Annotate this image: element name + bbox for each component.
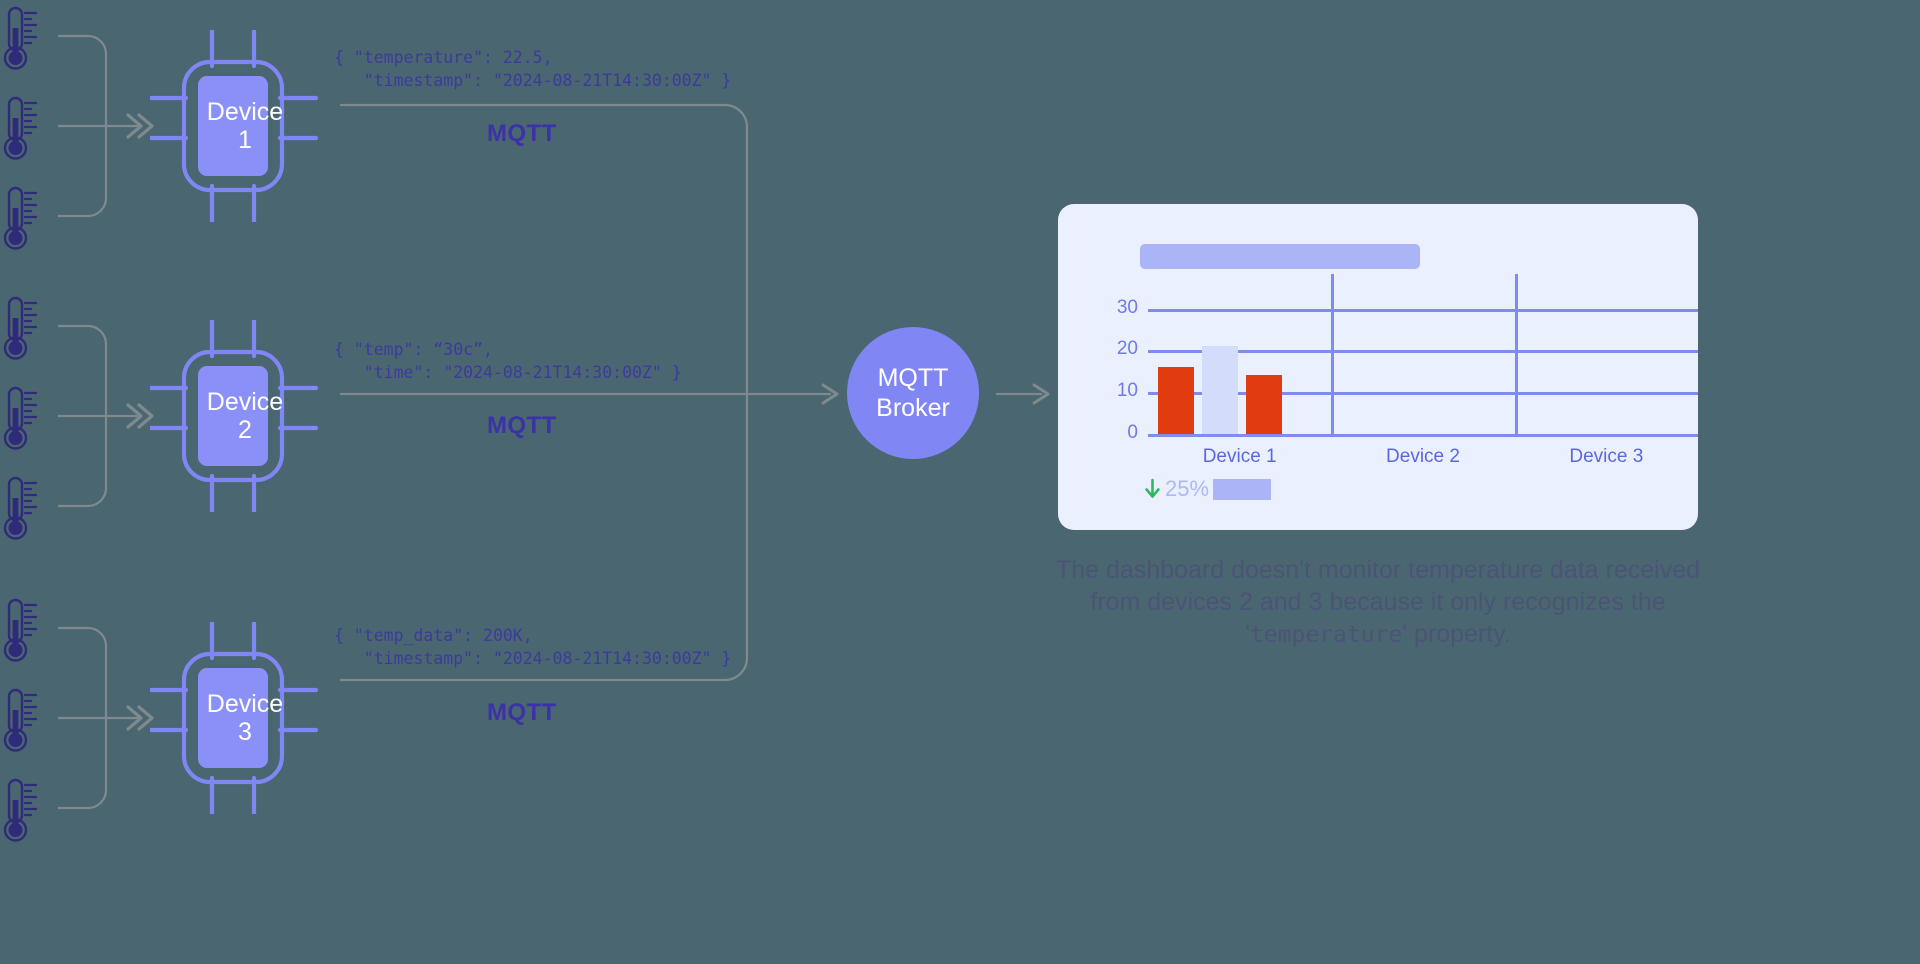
sensor-thermometer <box>2 688 42 754</box>
thermometer-icon <box>3 186 38 250</box>
sensor-merge <box>46 598 176 838</box>
thermometer-icon <box>3 598 38 662</box>
chart-y-tick-label: 10 <box>1116 380 1138 402</box>
payload-device-2: { "temp": “30c”, "time": "2024-08-21T14:… <box>334 340 682 383</box>
broker-outbound-arrow <box>996 383 1050 405</box>
sensor-column <box>0 598 46 842</box>
caption-code-token: temperature <box>1249 622 1403 648</box>
chart-gridline <box>1148 392 1698 396</box>
delta-value: 25% <box>1165 476 1210 501</box>
chart-category-divider <box>1331 274 1335 436</box>
sensor-merge-connector <box>58 626 154 810</box>
thermometer-icon <box>3 96 38 160</box>
protocol-label-1: MQTT <box>487 120 557 147</box>
mqtt-route-lines <box>340 103 749 682</box>
sensor-thermometer <box>2 296 42 362</box>
payload-device-1: { "temperature": 22.5, "timestamp": "202… <box>334 48 732 91</box>
payload-device-3: { "temp_data": 200K, "timestamp": "2024-… <box>334 626 732 669</box>
thermometer-icon <box>3 296 38 360</box>
chart-x-category-label: Device 2 <box>1386 446 1460 467</box>
chip-outline-icon <box>147 619 319 817</box>
sensor-thermometer <box>2 778 42 844</box>
thermometer-icon <box>3 386 38 450</box>
chip-outline-icon <box>147 317 319 515</box>
delta-bar-placeholder <box>1213 478 1272 500</box>
device-chip[interactable]: Device 2 <box>147 317 340 515</box>
mqtt-broker-node: MQTT Broker <box>847 327 979 459</box>
chart-x-category-label: Device 1 <box>1202 446 1277 467</box>
sensor-thermometer <box>2 386 42 452</box>
broker-line-2: Broker <box>876 394 950 422</box>
chart-bar <box>1158 367 1194 434</box>
chart-y-tick-label: 20 <box>1116 338 1138 360</box>
device-group-2: Device 2 <box>0 296 820 540</box>
protocol-label-2: MQTT <box>487 412 557 439</box>
caption-text-part-1: The dashboard doesn't monitor temperatur… <box>1055 556 1701 648</box>
chart-bar <box>1202 346 1238 434</box>
sensor-merge <box>46 6 176 246</box>
thermometer-icon <box>3 778 38 842</box>
chart-x-category-label: Device 3 <box>1569 446 1644 467</box>
delta-indicator: 25% <box>1144 476 1272 502</box>
sensor-thermometer <box>2 6 42 72</box>
dashboard-caption: The dashboard doesn't monitor temperatur… <box>1048 554 1708 650</box>
chip-outline-icon <box>147 27 319 225</box>
broker-inbound-arrow <box>745 383 839 405</box>
chart-bar <box>1246 375 1282 434</box>
broker-line-1: MQTT <box>877 364 949 392</box>
caption-text-part-2: ' property. <box>1402 620 1511 648</box>
chart-gridline <box>1148 308 1698 312</box>
sensor-thermometer <box>2 476 42 542</box>
arrow-down-icon <box>1145 478 1160 498</box>
thermometer-icon <box>3 476 38 540</box>
sensor-merge <box>46 296 176 536</box>
protocol-label-3: MQTT <box>487 699 557 726</box>
chart-y-tick-label: 30 <box>1116 296 1138 318</box>
chart-gridline <box>1148 434 1698 437</box>
sensor-merge-connector <box>58 34 154 218</box>
chart-y-tick-label: 0 <box>1127 422 1138 443</box>
thermometer-icon <box>3 6 38 70</box>
sensor-column <box>0 296 46 540</box>
device-chip[interactable]: Device 3 <box>147 619 340 817</box>
sensor-thermometer <box>2 96 42 162</box>
dashboard-title-placeholder <box>1140 244 1420 269</box>
device-chip[interactable]: Device 1 <box>147 27 340 225</box>
sensor-column <box>0 6 46 250</box>
chart-category-divider <box>1514 274 1518 436</box>
sensor-thermometer <box>2 598 42 664</box>
sensor-thermometer <box>2 186 42 252</box>
sensor-merge-connector <box>58 324 154 508</box>
chart-gridline <box>1148 350 1698 354</box>
thermometer-icon <box>3 688 38 752</box>
